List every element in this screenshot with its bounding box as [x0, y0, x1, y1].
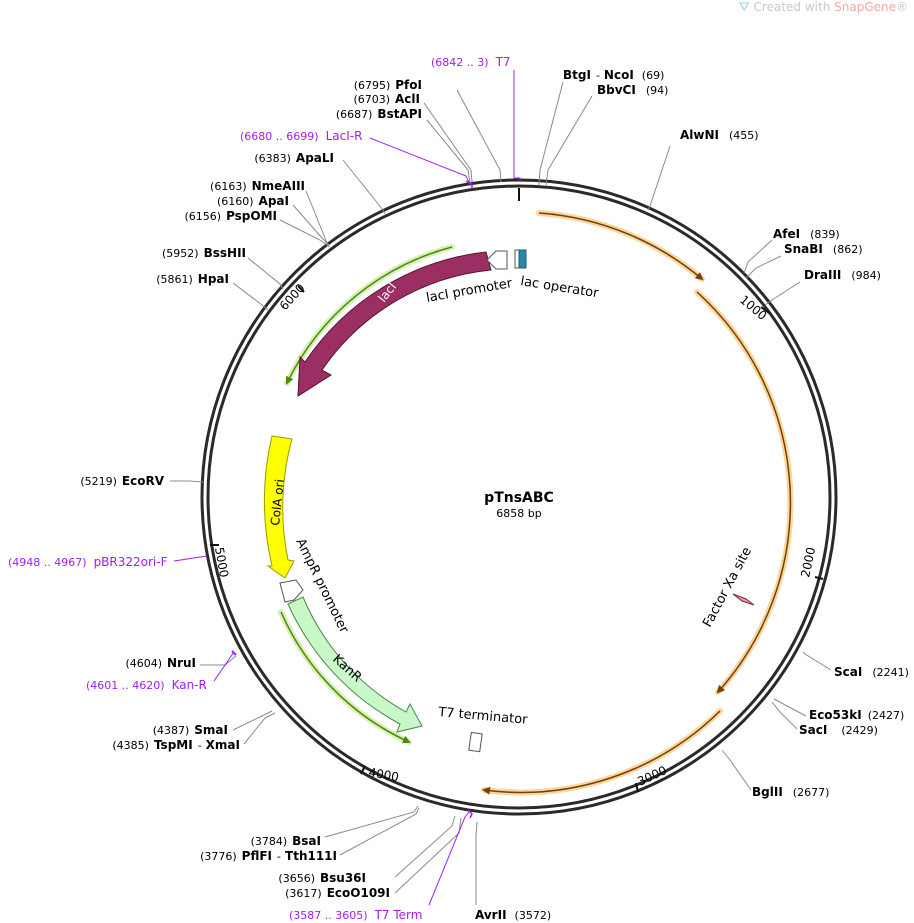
- site-bsu36i[interactable]: (3656)Bsu36I: [278, 871, 366, 885]
- site-afei[interactable]: AfeI(839): [773, 227, 840, 241]
- primer-t7term[interactable]: (3587 .. 3605)T7 Term: [289, 908, 422, 922]
- site-eco53ki[interactable]: Eco53kI(2427): [809, 708, 904, 722]
- watermark-suffix: ®: [896, 0, 908, 14]
- primer-lacir[interactable]: (6680 .. 6699)LacI-R: [240, 129, 362, 143]
- site-snabi[interactable]: SnaBI(862): [784, 242, 863, 256]
- site-apali[interactable]: (6383)ApaLI: [254, 151, 334, 165]
- site-eco0109i[interactable]: (3617)EcoO109I: [285, 886, 390, 900]
- site-hpai[interactable]: (5861)HpaI: [156, 272, 229, 286]
- site-pfoi[interactable]: (6795)PfoI: [354, 78, 422, 92]
- t7term-primer-mark: [467, 809, 473, 819]
- factor-xa-label: Factor Xa site: [700, 545, 755, 630]
- site-draiii[interactable]: DraIII(984): [804, 268, 881, 282]
- site-smai[interactable]: (4387)SmaI: [153, 723, 228, 737]
- site-avrii[interactable]: AvrII(3572): [475, 908, 551, 922]
- leader-lines: [170, 81, 832, 905]
- site-pflfi[interactable]: (3776)PflFI-Tth111I: [200, 849, 337, 863]
- t7-terminator-label: T7 terminator: [437, 705, 529, 728]
- site-acli[interactable]: (6703)AclI: [353, 92, 420, 106]
- lac-operator-white: [514, 249, 520, 269]
- site-scai[interactable]: ScaI(2241): [834, 665, 909, 679]
- site-bsai[interactable]: (3784)BsaI: [251, 834, 321, 848]
- site-saci[interactable]: SacI(2429): [799, 723, 878, 737]
- watermark-prefix: Created with: [753, 0, 835, 14]
- snapgene-logo-icon: ⛛: [738, 0, 750, 15]
- kanr-primer-mark: [231, 650, 237, 656]
- lacir-primer-mark: [465, 180, 473, 189]
- site-btgi[interactable]: BtgI-NcoI(69): [563, 68, 664, 82]
- t7-terminator-box[interactable]: [468, 731, 483, 753]
- tick-mark-4000: [360, 765, 366, 775]
- cola-ori-label: ColA ori: [268, 478, 287, 526]
- site-bstapi[interactable]: (6687)BstAPI: [336, 107, 422, 121]
- tick-5000: 5000: [212, 546, 231, 579]
- site-bglii[interactable]: BglII(2677): [752, 785, 829, 799]
- lac-operator-label: lac operator: [519, 274, 600, 301]
- backbone-inner: [206, 184, 832, 810]
- primer-pbr322ori[interactable]: (4948 .. 4967)pBR322ori-F: [8, 555, 168, 569]
- tick-mark-2000: [814, 576, 824, 580]
- site-pspomi[interactable]: (6156)PspOMI: [184, 209, 277, 223]
- plasmid-name: pTnsABC: [484, 490, 554, 506]
- tick-4000: 4000: [367, 765, 400, 784]
- cola-ori-feature[interactable]: [263, 435, 295, 579]
- orf3-arrow: [482, 710, 721, 795]
- site-bsshii[interactable]: (5952)BssHII: [162, 246, 246, 260]
- tick-mark-3000: [635, 782, 639, 793]
- laci-feature[interactable]: [297, 251, 492, 397]
- orf-kanr-arrow: [280, 611, 411, 744]
- orf1-arrow: [538, 212, 704, 281]
- primer-kanr[interactable]: (4601 .. 4620)Kan-R: [86, 678, 207, 692]
- factor-xa-mark[interactable]: [732, 593, 755, 606]
- tick-mark-6000: [297, 285, 305, 293]
- site-bbvci[interactable]: BbvCI(94): [597, 83, 668, 97]
- laci-promoter-arrow[interactable]: [486, 250, 508, 270]
- primer-t7[interactable]: (6842 .. 3)T7: [431, 55, 511, 69]
- site-alwni[interactable]: AlwNI(455): [680, 128, 759, 142]
- snapgene-watermark: ⛛ Created with SnapGene®: [739, 0, 908, 15]
- backbone-outer: [200, 178, 838, 816]
- site-nmeaiii[interactable]: (6163)NmeAIII: [210, 179, 305, 193]
- kanr-feature[interactable]: [287, 596, 423, 733]
- site-ecorv[interactable]: (5219)EcoRV: [80, 474, 164, 488]
- site-nrui[interactable]: (4604)NruI: [125, 656, 196, 670]
- site-apai[interactable]: (6160)ApaI: [217, 194, 289, 208]
- orf2-outline: [694, 289, 794, 695]
- ampr-promoter-arrow[interactable]: [279, 579, 304, 603]
- orf2-arrow: [696, 291, 792, 694]
- watermark-brand: SnapGene: [834, 0, 896, 14]
- site-tspmi[interactable]: (4385)TspMI-XmaI: [112, 738, 240, 752]
- plasmid-length: 6858 bp: [496, 507, 541, 520]
- tick-2000: 2000: [798, 546, 818, 579]
- tick-mark-1000: [760, 306, 770, 314]
- primer-lines: [173, 70, 521, 906]
- lac-operator-box[interactable]: [518, 249, 527, 269]
